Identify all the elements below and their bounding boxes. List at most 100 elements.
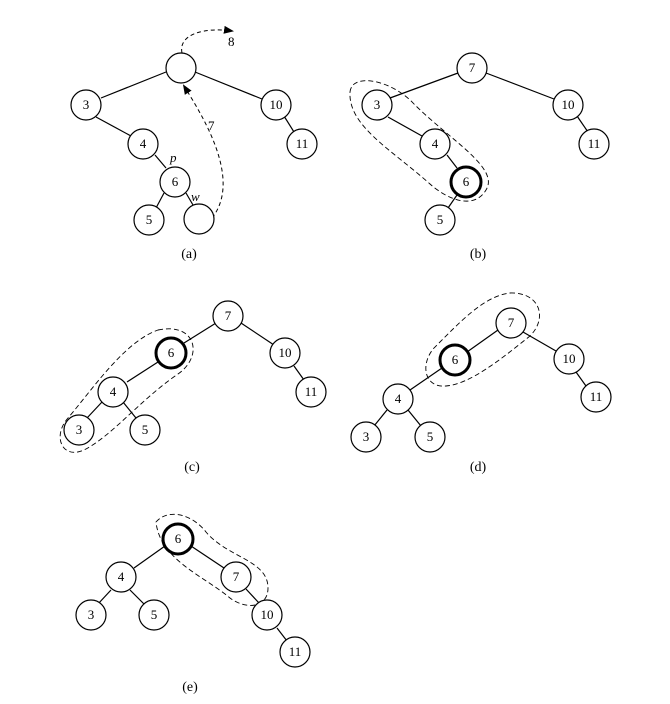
arrow-8-path bbox=[181, 25, 234, 54]
tree-node: 11 bbox=[286, 128, 318, 160]
panel-d-edges bbox=[373, 329, 587, 427]
tree-node: 5 bbox=[424, 204, 456, 236]
tree-node: 6 bbox=[159, 166, 191, 198]
node-label: 10 bbox=[270, 97, 283, 112]
node-label: 10 bbox=[563, 351, 576, 366]
tree-node: 6 bbox=[161, 522, 195, 556]
node-label: 4 bbox=[140, 136, 147, 151]
edge-7-3 bbox=[389, 72, 459, 99]
node-label: 6 bbox=[168, 345, 175, 360]
panel-d: 7 6 10 4 11 3 5 (d) bbox=[350, 292, 612, 475]
tree-node: 6 bbox=[154, 336, 188, 370]
edge-7-10 bbox=[245, 588, 260, 604]
node-label: 5 bbox=[142, 422, 149, 437]
node-label: 6 bbox=[172, 174, 179, 189]
edge-4-5 bbox=[129, 589, 145, 605]
tree-node bbox=[183, 203, 215, 235]
tree-node: 11 bbox=[580, 381, 612, 413]
panel-b: 7 3 10 4 11 6 5 (b) bbox=[349, 52, 610, 262]
edge-6-4 bbox=[126, 361, 159, 383]
node-label: 7 bbox=[508, 315, 515, 330]
tree-node: 6 bbox=[438, 343, 472, 377]
panel-b-nodes: 7 3 10 4 11 6 5 bbox=[361, 52, 610, 236]
rotation-highlight bbox=[155, 513, 269, 606]
edge-4-6 bbox=[154, 154, 167, 169]
node-label: 3 bbox=[83, 97, 90, 112]
edge-6-5 bbox=[155, 192, 165, 209]
panel-a: 7 8 p w 3 10 4 11 6 5 (a) bbox=[70, 25, 318, 262]
tree-node: 4 bbox=[97, 376, 129, 408]
tree-node: 6 bbox=[449, 165, 483, 199]
panel-e-edges bbox=[97, 545, 288, 642]
panel-e-nodes: 6 4 7 3 5 10 11 bbox=[75, 522, 311, 668]
node-label: 7 bbox=[233, 569, 240, 584]
edge-4-5 bbox=[407, 409, 422, 427]
node-label: 7 bbox=[469, 60, 476, 75]
edge-4-3 bbox=[86, 401, 103, 419]
tree-node: 7 bbox=[212, 300, 244, 332]
arrow-7-path bbox=[182, 84, 224, 219]
edge-4-5 bbox=[122, 401, 137, 419]
tree-node: 7 bbox=[220, 561, 252, 593]
rotation-highlight bbox=[349, 80, 489, 202]
node-label: 4 bbox=[395, 391, 402, 406]
tree-node: 3 bbox=[361, 89, 393, 121]
panel-b-caption: (b) bbox=[470, 247, 487, 262]
panel-e: 6 4 7 3 5 10 11 (e) bbox=[75, 513, 311, 695]
node-label: 6 bbox=[452, 352, 459, 367]
panel-a-nodes: 3 10 4 11 6 5 bbox=[70, 52, 318, 236]
panel-c-caption: (c) bbox=[184, 460, 200, 475]
tree-node: 3 bbox=[63, 414, 95, 446]
edge-3-4 bbox=[387, 116, 423, 137]
tree-node: 5 bbox=[133, 204, 165, 236]
tree-node: 3 bbox=[75, 599, 107, 631]
arrow-7-label: 7 bbox=[208, 118, 215, 133]
node-label: 10 bbox=[562, 97, 575, 112]
edge-7-10 bbox=[522, 331, 557, 352]
node-label: 11 bbox=[296, 136, 309, 151]
rotation-highlight bbox=[425, 292, 540, 387]
tree-node: 4 bbox=[127, 128, 159, 160]
node-label: 5 bbox=[146, 212, 153, 227]
tree-node: 10 bbox=[260, 89, 292, 121]
node-label: 11 bbox=[590, 389, 603, 404]
edge-6-4 bbox=[133, 545, 166, 569]
panel-c-nodes: 7 6 10 4 11 3 5 bbox=[63, 300, 327, 446]
tree-node: 4 bbox=[105, 561, 137, 593]
edge-7-10 bbox=[240, 322, 275, 346]
tree-node: 3 bbox=[350, 421, 382, 453]
node-label: 6 bbox=[175, 531, 182, 546]
edge-4-6 bbox=[446, 154, 458, 169]
node-label: 3 bbox=[76, 422, 83, 437]
edge-4-3 bbox=[97, 589, 112, 605]
edge-10-11 bbox=[575, 371, 587, 387]
pointer-p-label: p bbox=[169, 150, 177, 165]
panel-a-arrows bbox=[181, 25, 234, 219]
tree-node: 10 bbox=[553, 343, 585, 375]
node-label: 11 bbox=[588, 136, 601, 151]
panel-a-edges bbox=[95, 71, 295, 209]
edge-10-11 bbox=[576, 115, 589, 133]
node-label: 5 bbox=[151, 607, 158, 622]
tree-node: 10 bbox=[552, 89, 584, 121]
tree-node: 4 bbox=[382, 383, 414, 415]
edge-10-11 bbox=[283, 115, 295, 133]
node-label: 11 bbox=[305, 384, 318, 399]
panel-c-edges bbox=[86, 322, 305, 419]
node-label: 6 bbox=[463, 174, 470, 189]
node-label: 3 bbox=[363, 429, 370, 444]
node-label: 4 bbox=[118, 569, 125, 584]
edge-7-6 bbox=[183, 322, 217, 344]
tree-node: 7 bbox=[456, 52, 488, 84]
tree-node bbox=[165, 52, 197, 84]
edge-7-6 bbox=[466, 329, 499, 353]
tree-node: 5 bbox=[138, 599, 170, 631]
rotation-highlight bbox=[59, 328, 194, 453]
edge-root-3 bbox=[100, 71, 167, 99]
panel-a-caption: (a) bbox=[181, 247, 197, 262]
tree-node: 4 bbox=[419, 128, 451, 160]
panel-c: 7 6 10 4 11 3 5 (c) bbox=[59, 300, 327, 475]
edge-6-4 bbox=[409, 367, 443, 391]
tree-node: 7 bbox=[495, 307, 527, 339]
